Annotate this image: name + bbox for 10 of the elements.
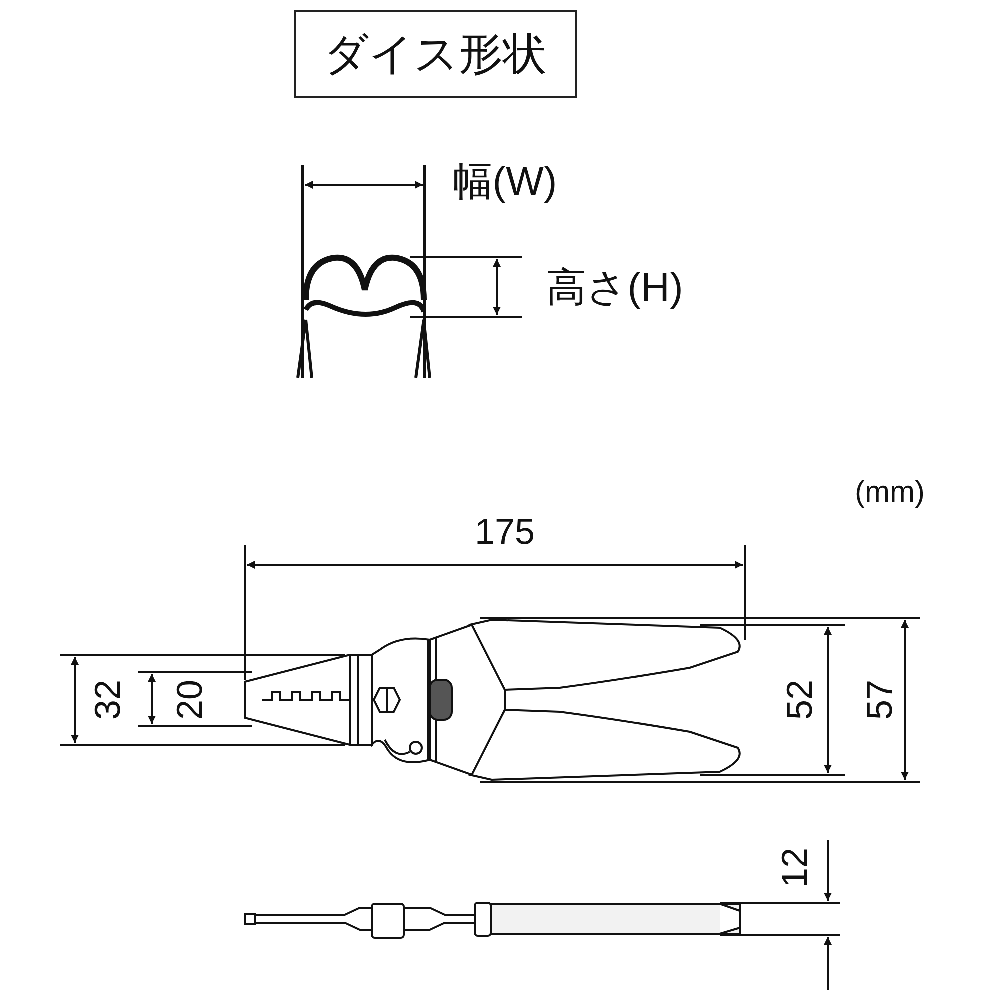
title-box: ダイス形状 bbox=[294, 10, 577, 98]
dimension-value: 32 bbox=[90, 680, 126, 720]
dimension-value: 12 bbox=[777, 848, 813, 888]
dimension-value: 20 bbox=[172, 680, 208, 720]
dimension-label: 高さ(H) bbox=[546, 268, 684, 308]
dimension-label: 幅(W) bbox=[452, 162, 558, 202]
dimension-value: 52 bbox=[782, 680, 818, 720]
dimension-value: 175 bbox=[474, 514, 536, 550]
unit-label: (mm) bbox=[855, 478, 925, 508]
dimension-value: 57 bbox=[862, 680, 898, 720]
